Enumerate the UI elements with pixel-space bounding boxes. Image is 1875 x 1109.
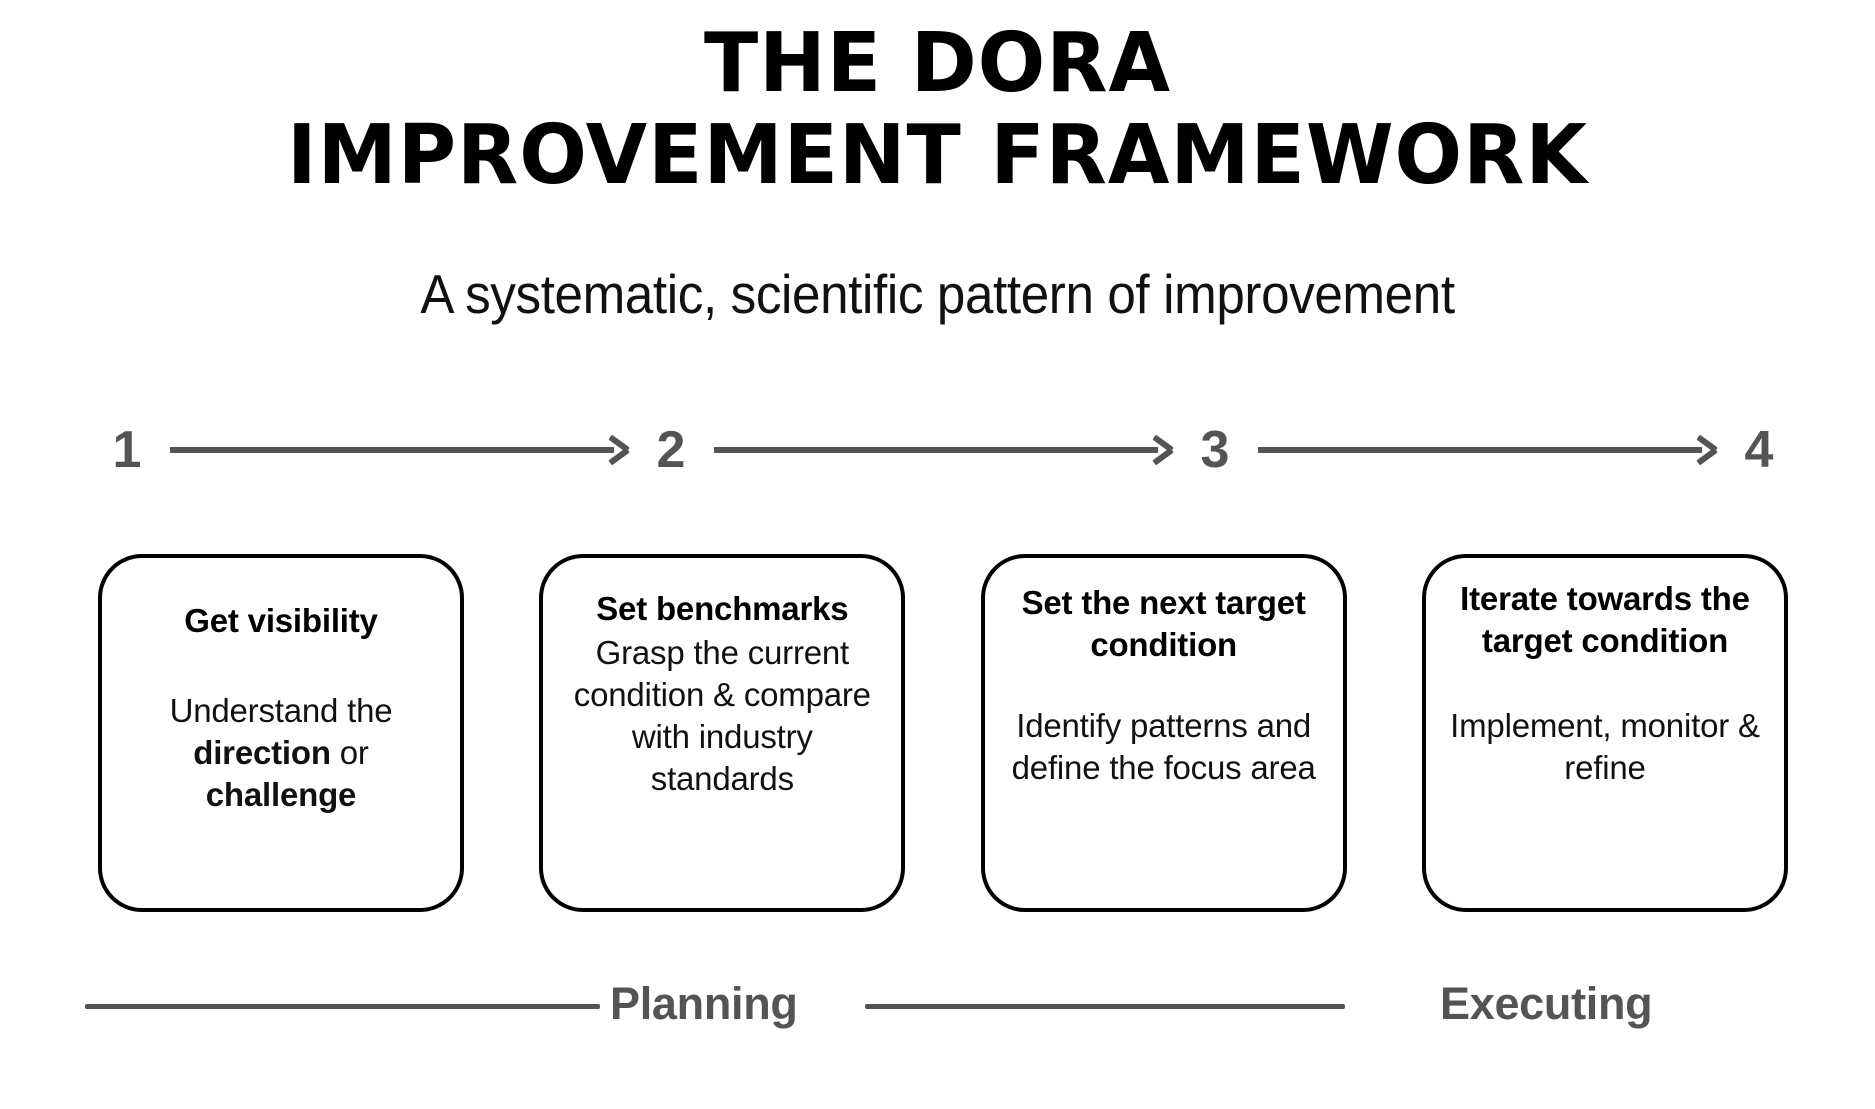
step-card-1-heading: Get visibility bbox=[184, 602, 378, 639]
step-card-2-heading: Set benchmarks bbox=[596, 590, 849, 627]
arrow-2-to-3-icon bbox=[714, 438, 1172, 462]
arrow-shaft bbox=[714, 447, 1158, 453]
page-subtitle: A systematic, scientific pattern of impr… bbox=[420, 263, 1455, 325]
title-line-2: IMPROVEMENT FRAMEWORK bbox=[287, 107, 1588, 203]
phase-bracket-row: Planning Executing bbox=[85, 978, 1790, 1034]
step-card-3-heading: Set the next target condition bbox=[1021, 584, 1306, 663]
step-card-4: Iterate towards the target condition Imp… bbox=[1421, 554, 1788, 912]
step-number-1: 1 bbox=[112, 421, 142, 479]
step-number-3: 3 bbox=[1200, 421, 1230, 479]
arrow-3-to-4-icon bbox=[1258, 438, 1716, 462]
arrow-shaft bbox=[1258, 447, 1702, 453]
title-line-1: THE DORA bbox=[703, 16, 1172, 111]
step-number-2: 2 bbox=[656, 421, 686, 479]
arrow-1-to-2-icon bbox=[170, 438, 628, 462]
step-card-2: Set benchmarks Grasp the current conditi… bbox=[539, 554, 906, 912]
step-card-1: Get visibility Understand the direction … bbox=[98, 554, 464, 912]
page-title: THE DORA IMPROVEMENT FRAMEWORK bbox=[0, 18, 1875, 202]
arrow-shaft bbox=[170, 447, 614, 453]
step-card-4-heading: Iterate towards the target condition bbox=[1460, 580, 1750, 659]
step-card-4-body: Implement, monitor & refine bbox=[1450, 707, 1760, 787]
step-cards-row: Get visibility Understand the direction … bbox=[98, 554, 1788, 914]
step-number-strip: 1 2 3 4 bbox=[98, 418, 1788, 482]
planning-line-left bbox=[85, 1004, 600, 1009]
planning-line-right bbox=[865, 1004, 1345, 1009]
phase-label-planning: Planning bbox=[610, 978, 798, 1029]
phase-label-executing: Executing bbox=[1440, 978, 1653, 1029]
step-number-4: 4 bbox=[1744, 421, 1774, 479]
step-card-1-body: Understand the direction or challenge bbox=[169, 691, 393, 814]
step-card-2-body: Grasp the current condition & compare wi… bbox=[573, 633, 871, 798]
step-card-3: Set the next target condition Identify p… bbox=[980, 554, 1347, 912]
step-card-3-body: Identify patterns and define the focus a… bbox=[1011, 707, 1316, 787]
